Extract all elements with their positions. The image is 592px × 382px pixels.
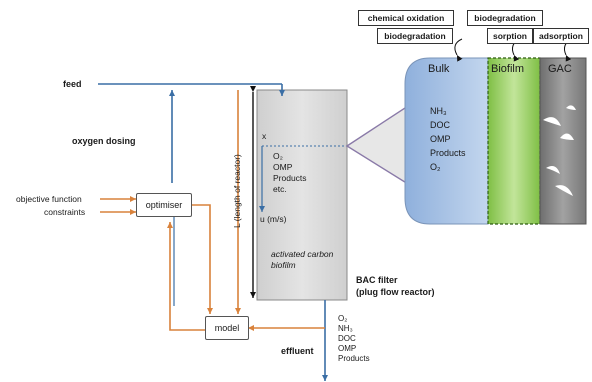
optimiser-box[interactable]: optimiser [136,193,192,217]
reactor-column [256,89,348,301]
gac-label: GAC [548,63,572,75]
reactor-length-label: L (length of reactor) [232,154,242,228]
bulk-species-item: OMP [430,134,451,144]
bulk-zone [404,57,489,225]
reactor-species-item: etc. [273,184,287,194]
reactor-species-item: Products [273,173,307,183]
zoom-cone [345,104,409,186]
effluent-species-item: OMP [338,344,357,353]
objective-function-label: objective function [16,194,82,204]
biodegradation-box-biofilm: biodegradation [467,10,543,26]
velocity-label: u (m/s) [260,214,287,224]
reactor-species-item: OMP [273,162,293,172]
reactor-species-list: O₂ OMP Products etc. [273,151,307,195]
adsorption-box: adsorption [533,28,589,44]
biodegradation-box-bulk: biodegradation [377,28,453,44]
optimiser-to-model-right [190,204,213,314]
biofilm-zone [487,57,541,225]
feed-label: feed [63,79,82,89]
bulk-species-item: NH₃ [430,106,447,116]
chemical-oxidation-box: chemical oxidation [358,10,454,26]
gac-pores [543,105,576,196]
effluent-species-item: O₂ [338,314,348,323]
effluent-species-item: NH₃ [338,324,353,333]
effluent-species-list: O₂ NH₃ DOC OMP Products [338,314,370,364]
effluent-species-item: Products [338,354,370,363]
biofilm-label: Biofilm [491,63,525,75]
reactor-species-item: O₂ [273,151,283,161]
process-arrow-bulk [454,38,463,62]
bulk-species-item: Products [430,148,466,158]
model-box[interactable]: model [205,316,249,340]
bulk-species-item: DOC [430,120,450,130]
effluent-species-item: DOC [338,334,356,343]
oxygen-dosing-label: oxygen dosing [72,136,136,146]
bac-filter-label: BAC filter [356,275,398,285]
bulk-label: Bulk [428,63,450,75]
media-label-1: activated carbon [271,249,334,259]
bulk-species-item: O₂ [430,162,441,172]
model-to-optimiser-feedback [167,222,205,331]
bulk-species-list: NH₃ DOC OMP Products O₂ [430,104,466,174]
plug-flow-label: (plug flow reactor) [356,287,435,297]
slice-x-label: x [262,131,267,141]
sorption-box: sorption [487,28,533,44]
effluent-label: effluent [281,346,314,356]
media-label-2: biofilm [271,260,296,270]
gac-zone [539,57,587,225]
constraints-label: constraints [44,207,86,217]
